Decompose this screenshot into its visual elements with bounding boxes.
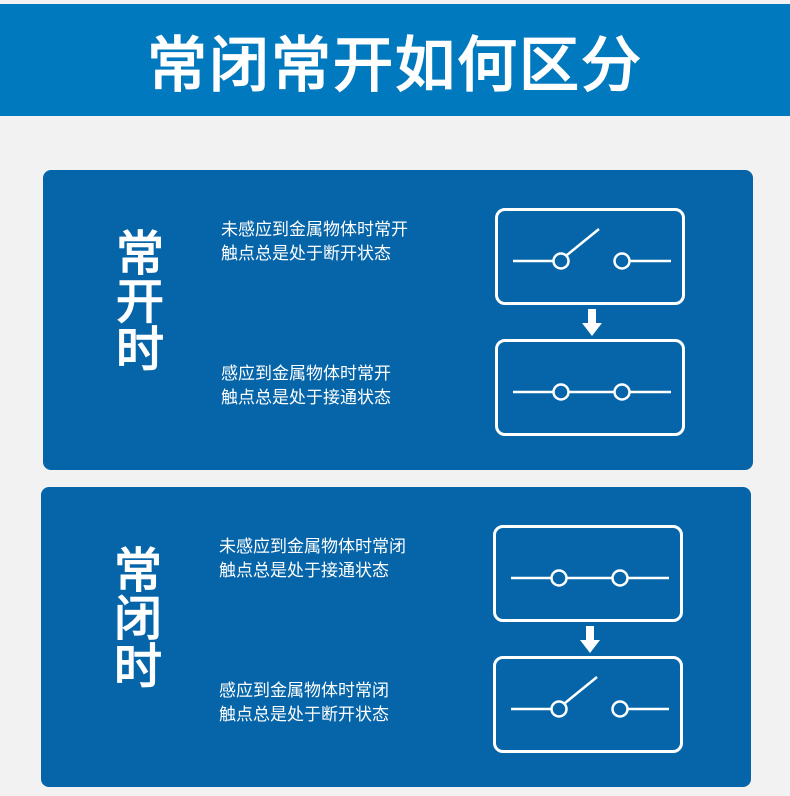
- desc-line: 触点总是处于接通状态: [219, 561, 389, 580]
- arrow-down-icon: [580, 626, 600, 659]
- desc-line: 触点总是处于断开状态: [221, 244, 391, 263]
- open-switch-icon: [495, 208, 685, 305]
- after-description: 感应到金属物体时常开 触点总是处于接通状态: [221, 362, 461, 410]
- after-description: 感应到金属物体时常闭 触点总是处于断开状态: [219, 679, 459, 727]
- desc-line: 触点总是处于接通状态: [221, 388, 391, 407]
- page-title: 常闭常开如何区分: [147, 31, 643, 99]
- before-description: 未感应到金属物体时常闭 触点总是处于接通状态: [219, 535, 459, 583]
- panel-label: 常开时: [108, 228, 161, 372]
- normally-open-panel: 常开时 未感应到金属物体时常开 触点总是处于断开状态 感应到金属物体时常开 触点…: [43, 170, 753, 470]
- closed-switch-icon: [493, 525, 683, 622]
- panel-label: 常闭时: [106, 545, 159, 689]
- normally-closed-panel: 常闭时 未感应到金属物体时常闭 触点总是处于接通状态 感应到金属物体时常闭 触点…: [41, 487, 751, 787]
- desc-line: 未感应到金属物体时常闭: [219, 537, 406, 556]
- desc-line: 触点总是处于断开状态: [219, 705, 389, 724]
- desc-line: 感应到金属物体时常开: [221, 364, 391, 383]
- before-description: 未感应到金属物体时常开 触点总是处于断开状态: [221, 218, 461, 266]
- arrow-down-icon: [582, 309, 602, 342]
- desc-line: 未感应到金属物体时常开: [221, 220, 408, 239]
- closed-switch-icon: [495, 339, 685, 436]
- open-switch-icon: [493, 656, 683, 753]
- header-banner: 常闭常开如何区分: [0, 4, 790, 116]
- desc-line: 感应到金属物体时常闭: [219, 681, 389, 700]
